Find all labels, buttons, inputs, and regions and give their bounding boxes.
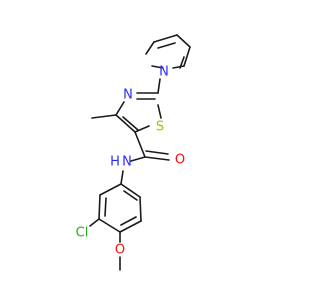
bond xyxy=(145,41,155,55)
molecule-canvas: N N S O N H Cl O xyxy=(75,34,191,271)
bond xyxy=(89,218,100,227)
bond xyxy=(134,125,150,133)
bond xyxy=(134,131,146,158)
bond xyxy=(130,156,146,162)
bond xyxy=(98,218,121,233)
bond xyxy=(157,42,176,49)
bond xyxy=(120,170,124,185)
atom-o-carbonyl: O xyxy=(175,153,185,168)
atom-n-thiazole: N xyxy=(123,88,133,103)
bond xyxy=(120,216,137,226)
bond xyxy=(153,34,178,43)
atom-chlorine: Cl xyxy=(76,226,89,241)
bond xyxy=(157,78,161,94)
atom-labels: N N S O N H Cl O xyxy=(76,65,185,258)
atom-o-methoxy: O xyxy=(115,243,125,258)
molecule-structure: N N S O N H Cl O xyxy=(76,34,191,271)
bond xyxy=(104,197,107,217)
bond xyxy=(144,156,170,161)
bond xyxy=(99,183,122,196)
bond xyxy=(145,150,169,155)
bond xyxy=(119,220,142,233)
bond xyxy=(91,114,117,119)
bond xyxy=(157,104,162,119)
bond xyxy=(98,194,101,220)
bond xyxy=(139,196,142,222)
bonds-group xyxy=(89,34,191,271)
bond xyxy=(120,183,141,198)
atom-h-amide: H xyxy=(110,155,120,170)
bond xyxy=(151,65,164,69)
bond xyxy=(183,46,191,67)
atom-s-thiazole: S xyxy=(156,120,164,135)
bond xyxy=(172,65,185,69)
atom-n-pyrrole: N xyxy=(159,65,169,80)
atom-n-amide: N xyxy=(122,155,132,170)
bond xyxy=(176,34,191,48)
bond xyxy=(122,116,139,131)
bond xyxy=(115,101,125,116)
bond xyxy=(123,190,138,201)
bond xyxy=(115,114,136,133)
